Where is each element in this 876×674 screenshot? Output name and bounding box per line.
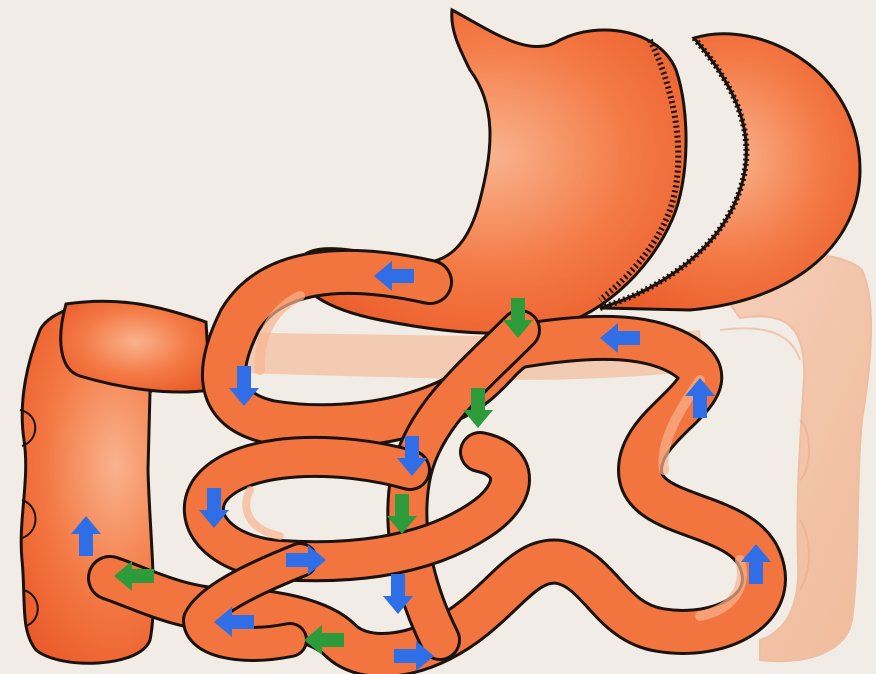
transverse-colon: [61, 301, 210, 392]
